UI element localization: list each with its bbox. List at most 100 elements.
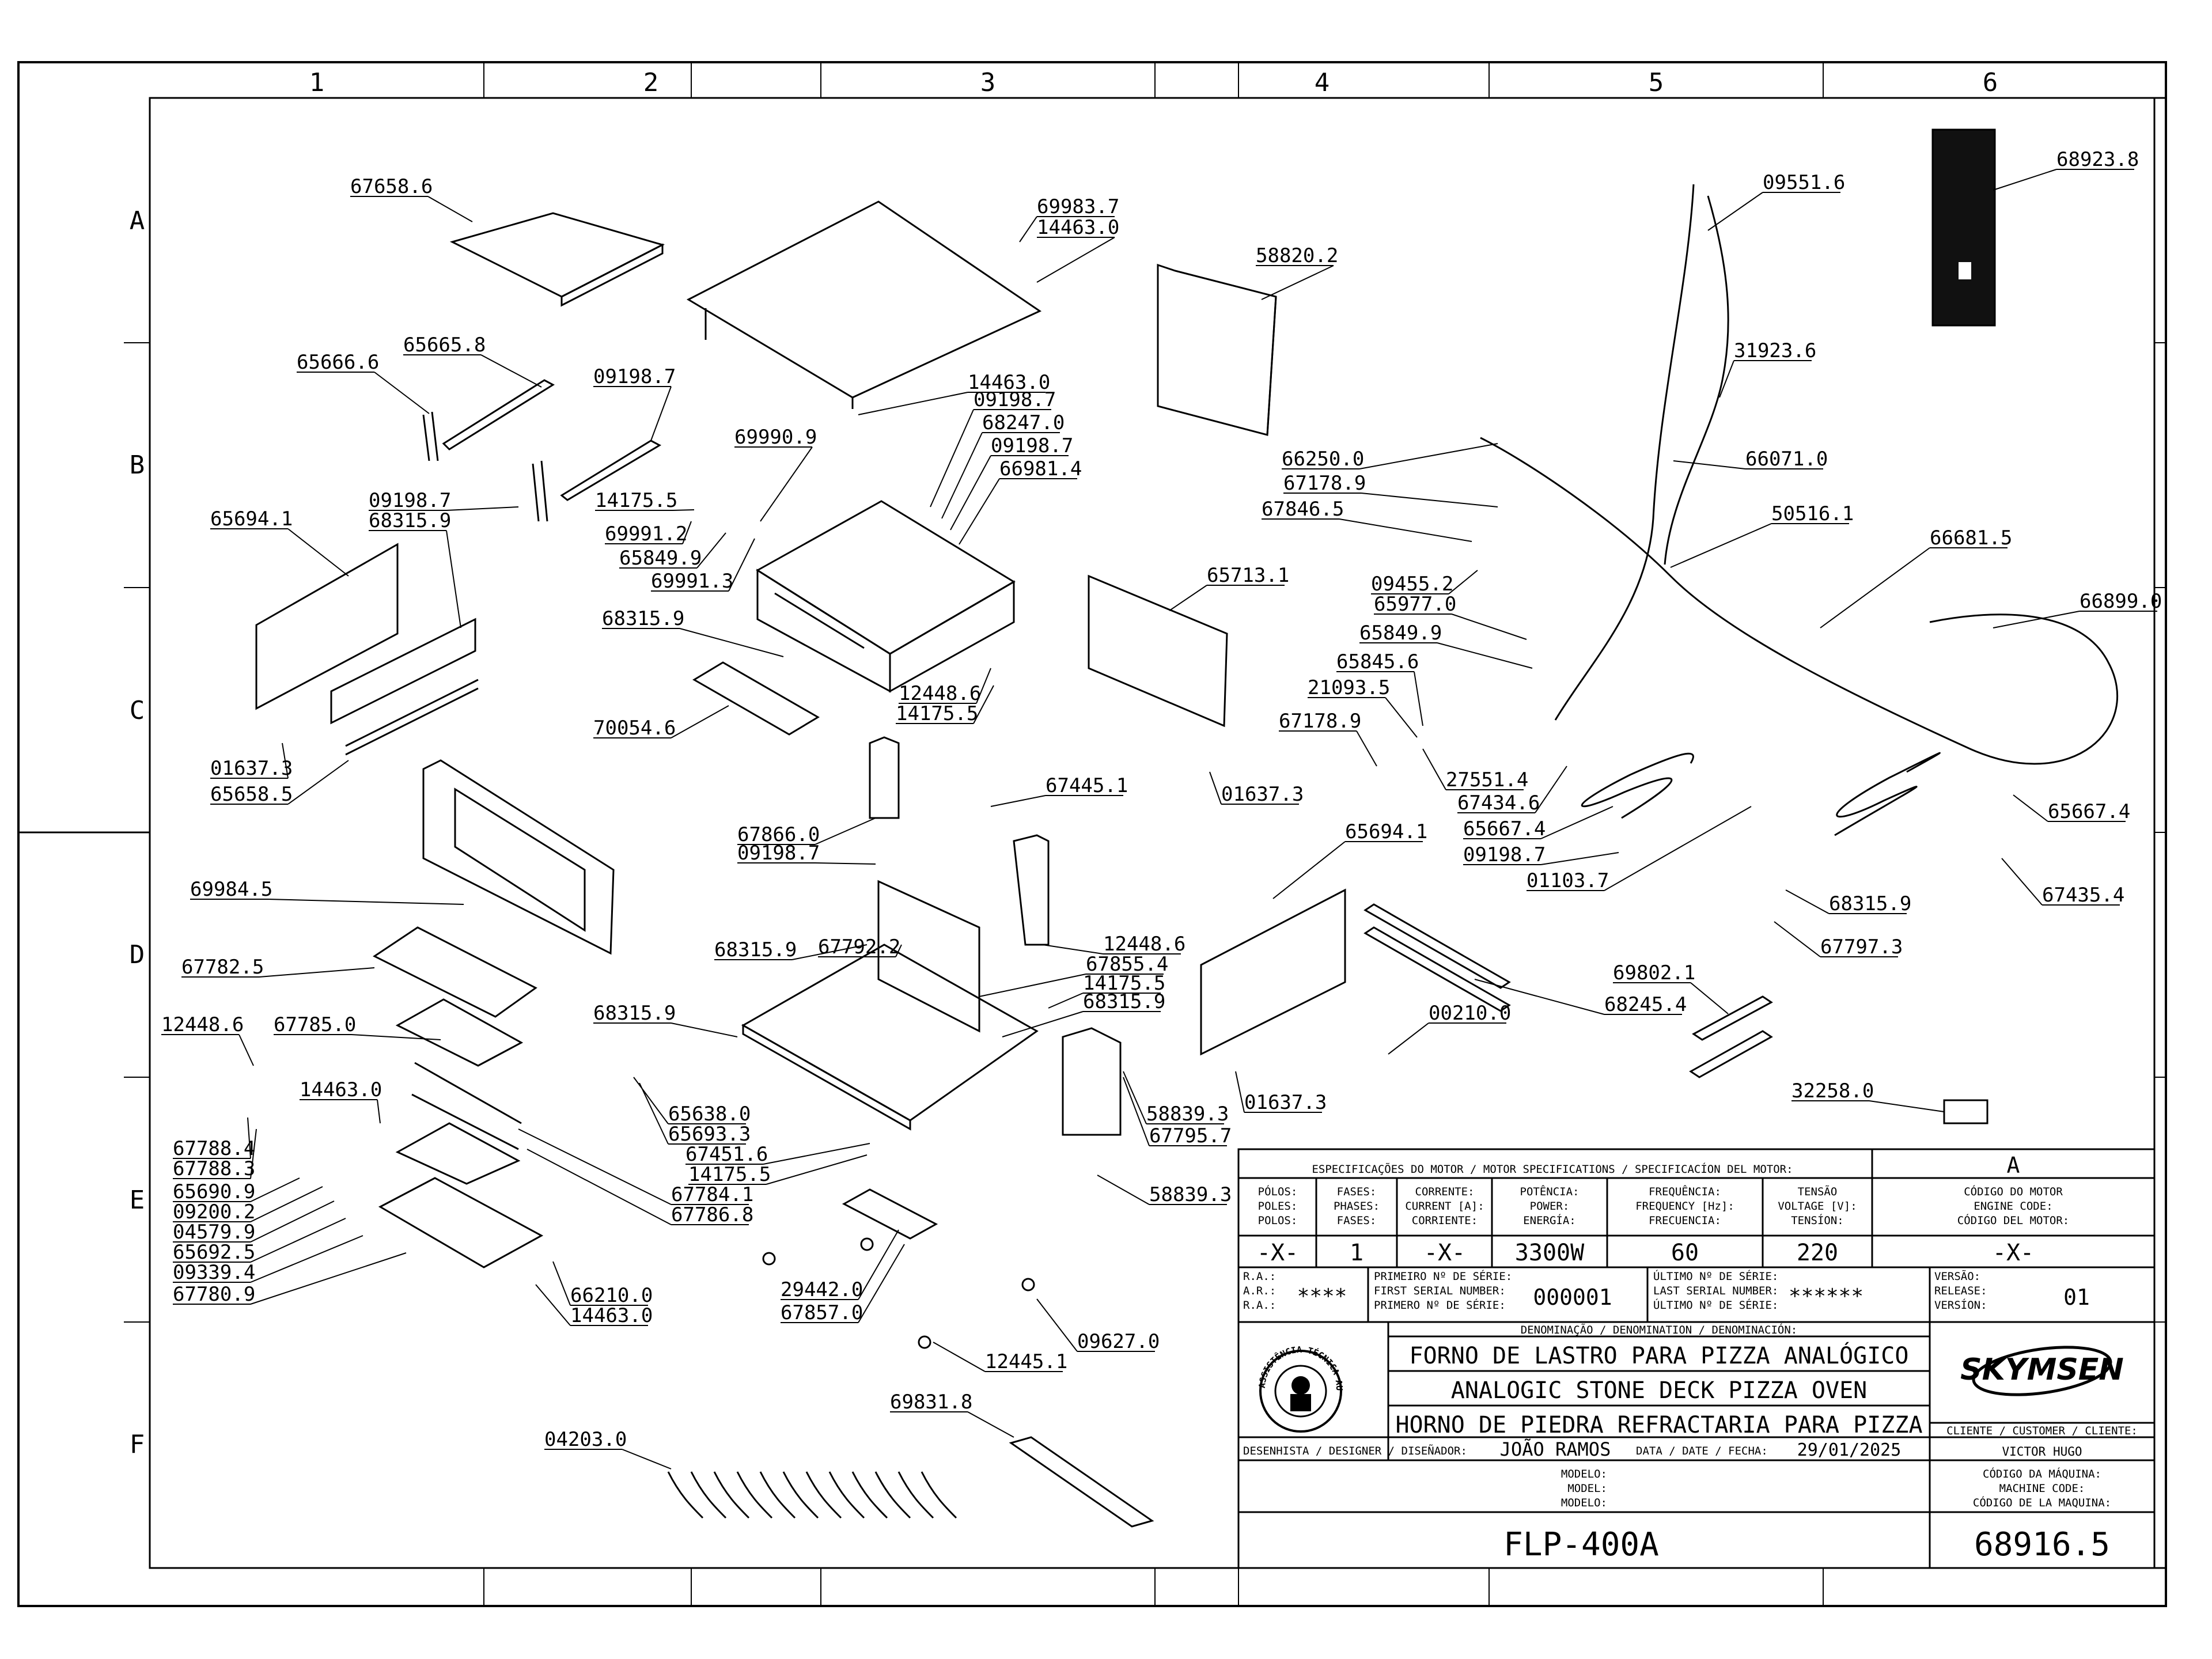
part-callout: 50516.1	[1670, 502, 1854, 568]
part-callout: 68315.9	[593, 1002, 738, 1037]
svg-text:D: D	[130, 940, 145, 969]
part-callout: 67784.1	[518, 1128, 753, 1206]
leader-line	[1097, 1175, 1150, 1205]
svg-text:RELEASE:: RELEASE:	[1934, 1285, 1987, 1297]
leader-line	[1437, 642, 1533, 669]
part-callout: 65694.1	[1272, 820, 1427, 899]
drawing-frame	[17, 61, 2167, 1607]
leader-line	[1123, 1077, 1150, 1146]
part-callout: 12448.6	[899, 668, 991, 705]
part-number-label: 58820.2	[1256, 244, 1338, 267]
part-callout: 69991.3	[651, 538, 755, 593]
leader-line	[858, 392, 968, 415]
svg-text:VICTOR HUGO: VICTOR HUGO	[2002, 1445, 2082, 1459]
part-callout: 65666.6	[297, 351, 430, 414]
part-callout: 68315.9	[714, 938, 868, 961]
spec-header: VOLTAGE [V]:	[1778, 1200, 1857, 1213]
part-callout: 12448.6	[161, 1013, 254, 1066]
part-callout: 09198.7	[369, 489, 519, 512]
part-callout: 21093.5	[1308, 676, 1418, 738]
spec-header: FASES:	[1337, 1185, 1377, 1198]
part-callout: 09339.4	[173, 1235, 363, 1284]
part-number-label: 67658.6	[350, 175, 433, 198]
part-callout: 09198.7	[930, 388, 1056, 507]
part-number-label: 21093.5	[1308, 676, 1390, 699]
leader-line	[622, 1449, 672, 1469]
leader-line	[1359, 443, 1498, 469]
leader-line	[858, 1229, 899, 1300]
part-number-label: 69991.2	[605, 522, 687, 546]
part-number-label: 69990.9	[734, 426, 817, 449]
part-number-label: 66210.0	[570, 1284, 653, 1307]
leader-line	[1540, 806, 1613, 839]
leader-line	[250, 1235, 363, 1283]
svg-text:SKYMSEN: SKYMSEN	[1960, 1353, 2124, 1387]
top-cover-large	[686, 200, 1042, 399]
leader-line	[287, 760, 349, 805]
part-callout: 66981.4	[959, 457, 1082, 545]
leader-line	[250, 1218, 346, 1263]
part-number-label: 01637.3	[210, 757, 293, 780]
part-callout: 66250.0	[1282, 443, 1498, 471]
part-number-label: 67435.4	[2042, 884, 2124, 907]
leader-line	[815, 862, 876, 865]
part-callout: 67445.1	[990, 774, 1128, 807]
part-number-label: 09627.0	[1077, 1330, 1160, 1353]
svg-text:ÚLTIMO Nº DE SÉRIE:: ÚLTIMO Nº DE SÉRIE:	[1653, 1298, 1778, 1312]
svg-text:01: 01	[2063, 1285, 2090, 1310]
spec-header: FRECUENCIA:	[1649, 1214, 1721, 1227]
svg-text:LAST SERIAL NUMBER:: LAST SERIAL NUMBER:	[1653, 1285, 1778, 1297]
part-number-label: 67178.9	[1279, 710, 1361, 733]
part-number-label: 14463.0	[1037, 216, 1119, 239]
leader-line	[250, 1177, 300, 1202]
leader-line	[1820, 547, 1930, 628]
spec-header: TENSÍON:	[1791, 1214, 1844, 1227]
leader-line	[1209, 771, 1222, 805]
part-number-label: 67780.9	[173, 1283, 255, 1306]
part-callout: 04203.0	[544, 1428, 672, 1469]
part-number-label: 32258.0	[1791, 1080, 1874, 1103]
spec-header: PÓLOS:	[1258, 1184, 1298, 1198]
part-number-label: 09455.2	[1371, 573, 1453, 596]
part-number-label: 09198.7	[974, 388, 1056, 411]
part-number-label: 04579.9	[173, 1221, 255, 1244]
part-callout: 66681.5	[1820, 527, 2012, 628]
side-panel	[1157, 263, 1277, 436]
part-number-label: 65977.0	[1374, 593, 1456, 616]
part-number-label: 12448.6	[1103, 933, 1185, 956]
leader-line	[1272, 841, 1346, 899]
part-number-label: 66981.4	[999, 457, 1082, 480]
part-number-label: 68245.4	[1604, 993, 1687, 1016]
svg-text:CÓDIGO DEL MOTOR:: CÓDIGO DEL MOTOR:	[1957, 1213, 2069, 1227]
part-number-label: 65666.6	[297, 351, 379, 374]
leader-line	[2001, 858, 2043, 906]
part-callout: 14463.0	[300, 1078, 382, 1124]
leader-line	[1414, 671, 1423, 726]
part-callout: 65692.5	[173, 1218, 346, 1264]
wiring-harness	[1480, 184, 2119, 765]
leader-line	[760, 446, 813, 522]
part-callout: 01637.3	[210, 743, 293, 780]
top-cover-small	[449, 212, 665, 298]
leader-line	[976, 668, 991, 704]
spec-header: FREQUÊNCIA:	[1649, 1185, 1721, 1198]
leader-line	[552, 1261, 571, 1306]
leader-line	[1422, 748, 1446, 790]
leader-line	[633, 1077, 669, 1124]
cable-ties	[667, 1471, 957, 1519]
svg-text:******: ******	[1789, 1285, 1863, 1308]
part-number-label: 14175.5	[688, 1163, 771, 1186]
part-callout: 09198.7	[593, 365, 676, 441]
part-callout: 66899.0	[1993, 590, 2162, 628]
part-callout: 67782.5	[181, 956, 375, 979]
svg-text:2: 2	[643, 68, 659, 97]
leader-line	[1707, 192, 1763, 231]
leader-line	[766, 1154, 868, 1185]
leader-line	[535, 1284, 571, 1326]
leader-line	[1042, 944, 1104, 955]
part-number-label: 66250.0	[1282, 448, 1364, 471]
part-callout: 69802.1	[1613, 961, 1729, 1014]
part-callout: 58820.2	[1256, 244, 1338, 300]
part-number-label: 67784.1	[671, 1183, 753, 1206]
